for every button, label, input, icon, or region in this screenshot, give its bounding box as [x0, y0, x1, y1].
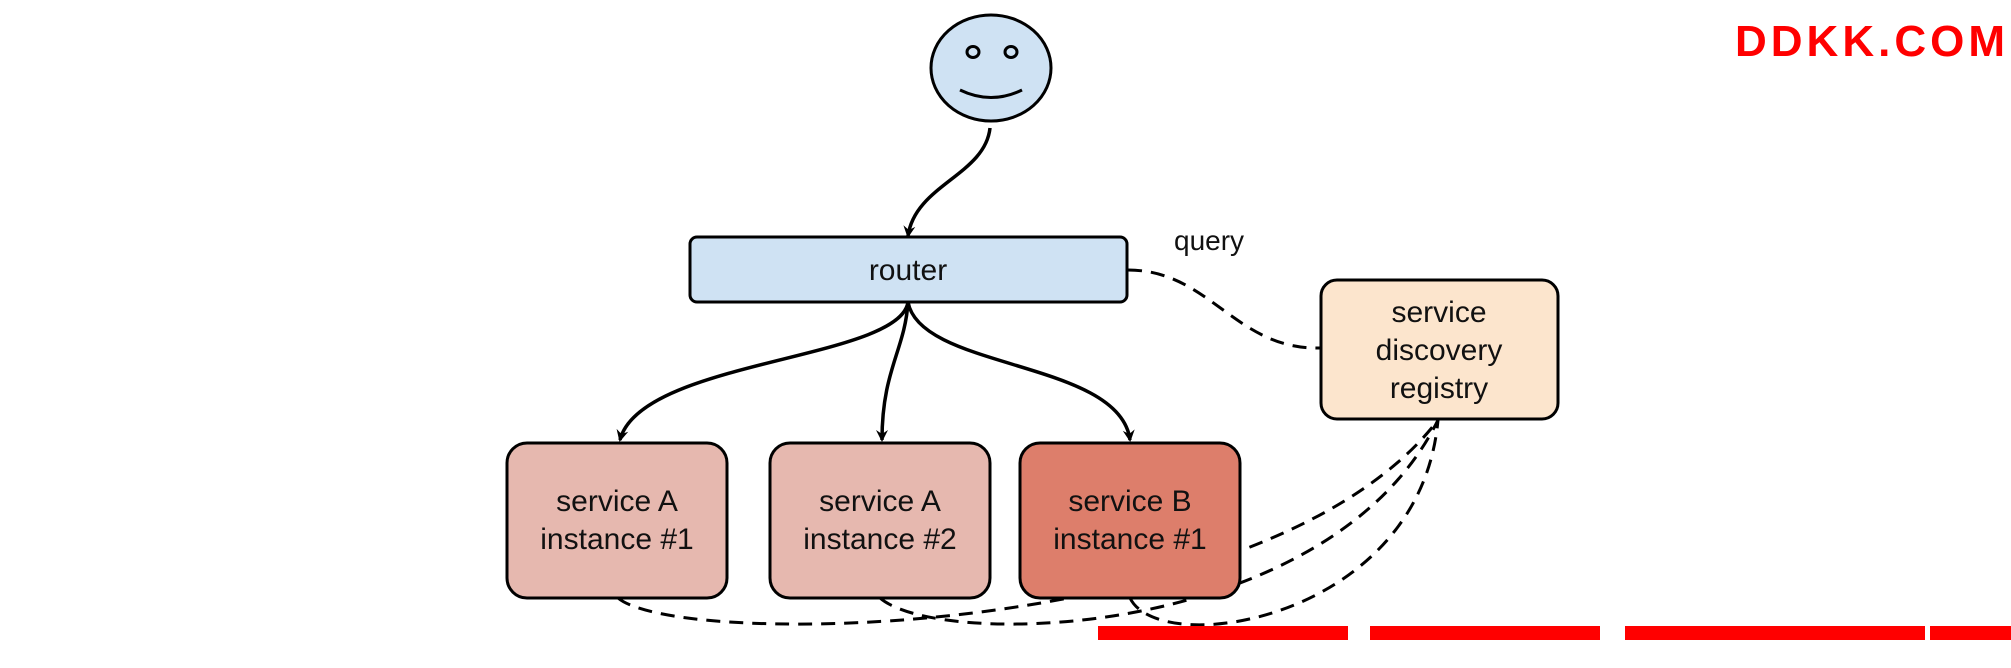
service-a-instance-2-box [768, 441, 992, 600]
user-node [929, 13, 1053, 123]
service-discovery-registry-node: service discovery registry [1319, 278, 1560, 421]
watermark-bottom-band-1 [1098, 626, 1348, 640]
service-a1-registration-link [617, 419, 1440, 626]
service-a-instance-1-label-line-1: service A [556, 485, 678, 518]
watermark-bottom-band-3 [1625, 626, 1925, 640]
service-a-instance-1-label-line-2: instance #1 [540, 523, 693, 556]
service-a-instance-2-label-line-2: instance #2 [803, 523, 956, 556]
user-to-router-arrow [903, 127, 992, 238]
service-a-instance-1-node: service A instance #1 [505, 441, 729, 600]
registry-label-line-1: service [1391, 296, 1486, 329]
service-b-instance-1-label-line-1: service B [1068, 485, 1191, 518]
service-a-instance-2-node: service A instance #2 [768, 441, 992, 600]
watermark-top-text: DDKK.COM [1735, 17, 2009, 66]
user-smile [959, 88, 1023, 99]
router-to-service-b1-arrow [906, 301, 1135, 442]
smiley-face-icon [929, 13, 1053, 123]
service-a-instance-2-label-line-1: service A [819, 485, 941, 518]
service-b1-registration-link [1128, 419, 1440, 627]
watermark-top-right: DDKK.COM [1735, 17, 2009, 66]
query-label: query [1174, 225, 1244, 256]
registry-label-line-3: registry [1390, 372, 1488, 405]
user-right-eye [1003, 45, 1019, 59]
service-b-instance-1-node: service B instance #1 [1018, 441, 1242, 600]
watermark-bottom-band-4 [1930, 626, 2011, 640]
watermark-bottom-band-2 [1370, 626, 1600, 640]
user-left-eye [965, 45, 981, 59]
watermark-bottom [1098, 626, 2011, 640]
service-a2-registration-link [879, 419, 1440, 626]
router-node: router [688, 235, 1129, 304]
registry-label-line-2: discovery [1376, 334, 1503, 367]
router-box [688, 235, 1129, 304]
user-face [929, 13, 1053, 123]
router-query-registry-link [1127, 268, 1321, 350]
service-a-instance-1-box [505, 441, 729, 600]
registry-box [1319, 278, 1560, 421]
router-to-service-a2-arrow [876, 301, 910, 442]
service-b-instance-1-box [1018, 441, 1242, 600]
service-b-instance-1-label-line-2: instance #1 [1053, 523, 1206, 556]
router-label: router [869, 254, 947, 287]
router-to-service-a1-arrow [616, 301, 910, 442]
